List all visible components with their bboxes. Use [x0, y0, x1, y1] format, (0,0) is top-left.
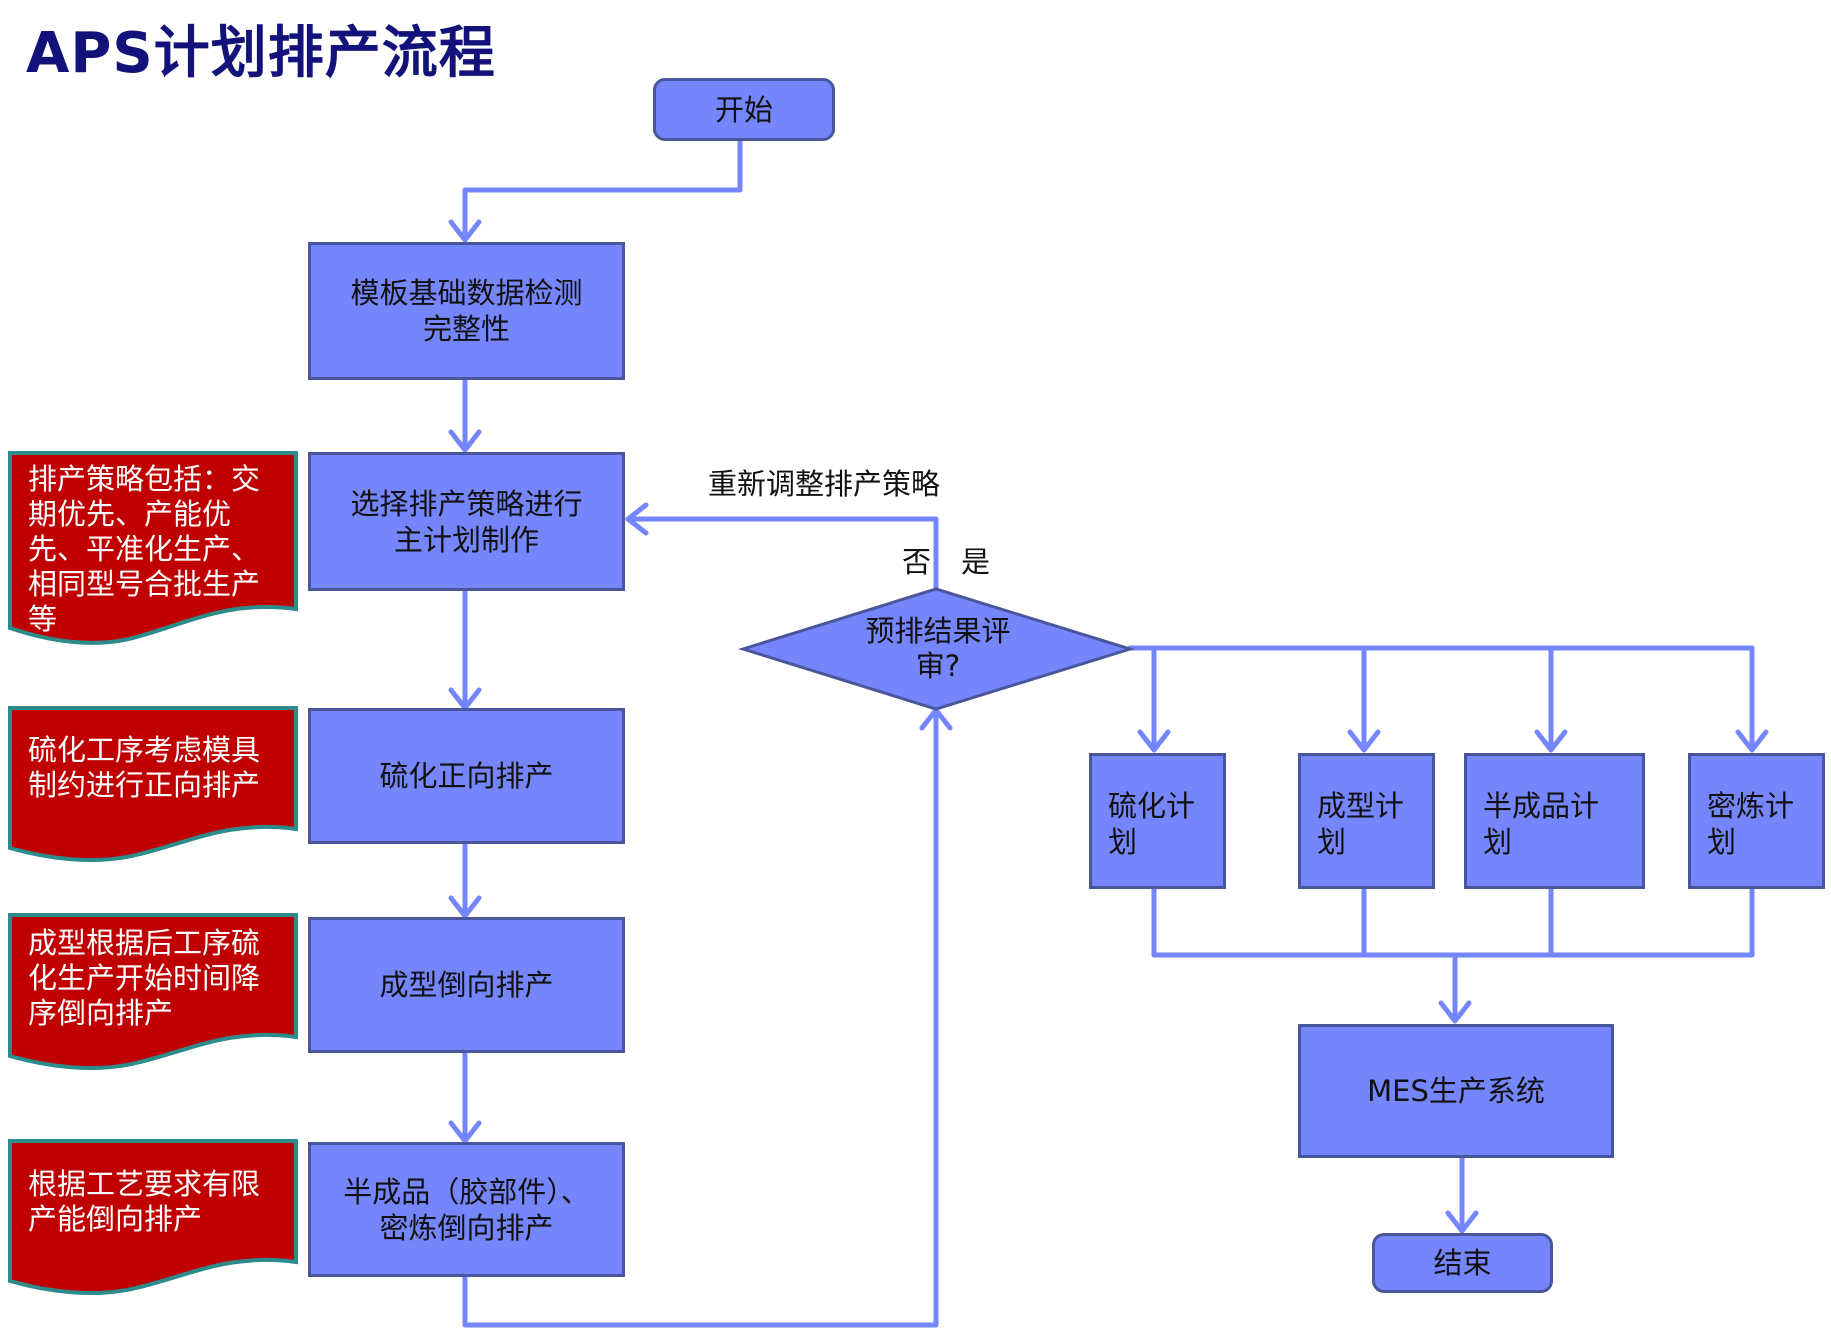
- mes-node: MES生产系统: [1298, 1024, 1614, 1158]
- note-strategy: 排产策略包括：交期优先、产能优先、平准化生产、相同型号合批生产等: [28, 462, 261, 636]
- decision-label: 预排结果评审?: [865, 614, 1011, 683]
- arrowhead: [448, 219, 482, 243]
- decision-diamond: [737, 587, 1136, 711]
- note-vulcanize: 硫化工序考虑模具制约进行正向排产: [28, 733, 261, 802]
- page-title: APS计划排产流程: [26, 21, 496, 86]
- plan-vulcanize-node: 硫化计划: [1089, 753, 1226, 889]
- arrowhead: [1347, 729, 1381, 753]
- edge-semi-to-decision: [462, 709, 939, 1328]
- edge-decision-no-to-strategy: [625, 516, 939, 593]
- note-forming: 成型根据后工序硫化生产开始时间降序倒向排产: [28, 926, 261, 1030]
- arrowhead: [448, 429, 482, 453]
- note-shape-strategy: [8, 451, 298, 645]
- arrowhead: [1735, 729, 1769, 753]
- arrowhead: [448, 1120, 482, 1144]
- yes-label: 是: [961, 545, 991, 579]
- arrowhead: [1137, 729, 1171, 753]
- note-shape-vulcanize: [8, 706, 298, 862]
- note-semi: 根据工艺要求有限产能倒向排产: [28, 1167, 261, 1236]
- note-shape-forming: [8, 913, 298, 1070]
- select-strategy-node: 选择排产策略进行主计划制作: [308, 452, 625, 591]
- arrowhead: [1445, 1210, 1479, 1234]
- template-check-node: 模板基础数据检测完整性: [308, 242, 625, 380]
- end-node: 结束: [1372, 1233, 1553, 1293]
- no-label: 否: [902, 545, 932, 579]
- forming-backward-node: 成型倒向排产: [308, 917, 625, 1053]
- semi-mixing-backward-node: 半成品（胶部件）、密炼倒向排产: [308, 1142, 625, 1277]
- plan-mixing-node: 密炼计划: [1688, 753, 1825, 889]
- arrowhead: [625, 502, 649, 536]
- arrowhead: [1438, 1000, 1472, 1024]
- arrowhead: [448, 895, 482, 919]
- note-shape-semi: [8, 1139, 298, 1295]
- plan-semi-node: 半成品计划: [1464, 753, 1645, 889]
- plan-forming-node: 成型计划: [1298, 753, 1435, 889]
- readjust-strategy-label: 重新调整排产策略: [708, 467, 941, 501]
- start-node: 开始: [653, 78, 835, 141]
- edge-start-to-check: [462, 138, 743, 241]
- arrowhead: [1534, 729, 1568, 753]
- vulcanize-forward-node: 硫化正向排产: [308, 708, 625, 844]
- plans-merge-bus: [1151, 886, 1755, 958]
